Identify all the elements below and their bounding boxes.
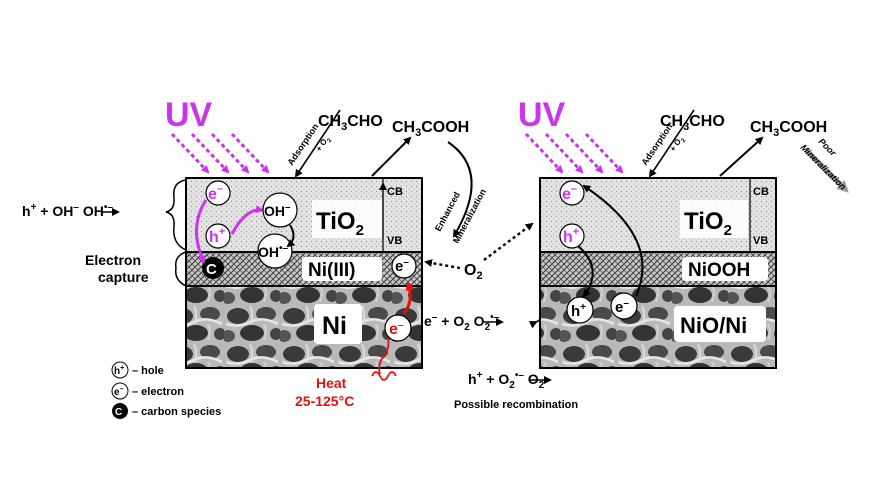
- legend-electron-label: – electron: [132, 386, 184, 398]
- right-uv-rays: [524, 132, 624, 174]
- middle-o2: O2: [464, 262, 483, 282]
- right-vb-label: VB: [753, 235, 768, 247]
- recombination-reaction: h+ + O2•– O2: [468, 370, 545, 391]
- possible-recombination-label: Possible recombination: [454, 399, 578, 411]
- svg-text:e–: e–: [395, 257, 409, 275]
- svg-text:e–: e–: [208, 183, 223, 203]
- left-panel: CB VB TiO2 Ni(III) Ni UV e– h+ C: [22, 96, 488, 409]
- poor-label: Poor: [817, 136, 839, 158]
- left-oh-radical: [257, 233, 293, 269]
- svg-text:h+: h+: [114, 365, 124, 377]
- right-foam-electron: [610, 292, 638, 320]
- svg-text:e–: e–: [615, 298, 629, 316]
- legend-electron-icon: [111, 382, 129, 400]
- right-tio2-label: TiO2: [684, 208, 732, 239]
- svg-text:e–: e–: [389, 320, 404, 338]
- right-uv-label: UV: [518, 96, 566, 134]
- right-adsorption-o2: + O2: [668, 134, 688, 155]
- left-oh-minus: [262, 192, 298, 228]
- left-tio2-label: TiO2: [316, 208, 364, 239]
- heat-label: Heat: [316, 375, 347, 391]
- svg-text:e–: e–: [562, 183, 577, 203]
- left-vb-label: VB: [387, 235, 402, 247]
- right-niooh-label: NiOOH: [688, 260, 750, 281]
- svg-text:C: C: [206, 261, 217, 278]
- right-foam-hole: [566, 296, 594, 324]
- svg-text:OH•–: OH•–: [258, 243, 289, 260]
- hole-oh-reaction: h+ + OH– OH•–: [22, 202, 113, 219]
- poor-mineralization-arrow: [804, 148, 849, 193]
- legend-carbon-label: – carbon species: [132, 406, 221, 418]
- left-acetic-acid: CH3COOH: [392, 119, 469, 139]
- left-ni3-label: Ni(III): [308, 260, 356, 281]
- legend-hole-icon: [111, 361, 129, 379]
- left-cb-label: CB: [387, 186, 403, 198]
- left-ni-foam-layer: [185, 285, 423, 369]
- left-adsorption-label: Adsorption: [285, 122, 320, 167]
- electron-oxygen-reaction: e– + O2 O2•–: [424, 312, 500, 333]
- right-vb-hole: [559, 223, 585, 249]
- legend: h+ – hole e– – electron C – carbon speci…: [111, 361, 221, 419]
- electron-capture-label-2: capture: [98, 269, 149, 285]
- right-nio-ni-label: NiO/Ni: [680, 313, 747, 338]
- svg-text:e–: e–: [114, 386, 124, 398]
- left-acetaldehyde: CH3CHO: [318, 113, 383, 133]
- temperature-label: 25-125°C: [295, 393, 354, 409]
- right-acetaldehyde: CH3CHO: [660, 113, 725, 133]
- left-ni-electron: [384, 314, 412, 342]
- svg-text:h+: h+: [563, 226, 579, 246]
- right-acetic-acid: CH3COOH: [750, 119, 827, 139]
- svg-text:C: C: [115, 407, 122, 418]
- svg-text:h+: h+: [209, 226, 225, 246]
- left-uv-label: UV: [165, 96, 213, 134]
- legend-hole-label: – hole: [132, 365, 164, 377]
- heat-squiggle: [371, 337, 397, 381]
- electron-capture-label-1: Electron: [85, 252, 141, 268]
- svg-text:OH–: OH–: [264, 202, 291, 219]
- left-cb-electron: [205, 180, 231, 206]
- left-adsorption-o2: + O2: [314, 134, 334, 155]
- left-ni3-electron: [391, 253, 417, 279]
- right-panel: CB VB TiO2 NiOOH NiO/Ni UV e– h+ h+ e– A…: [518, 96, 849, 369]
- left-carbon-species: [202, 257, 224, 279]
- legend-carbon-icon: [112, 403, 128, 419]
- left-vb-hole: [205, 223, 231, 249]
- left-uv-rays: [170, 132, 270, 174]
- right-cb-label: CB: [753, 186, 769, 198]
- svg-text:h+: h+: [571, 302, 586, 320]
- right-cb-electron: [559, 180, 585, 206]
- left-ni-label: Ni: [322, 312, 347, 340]
